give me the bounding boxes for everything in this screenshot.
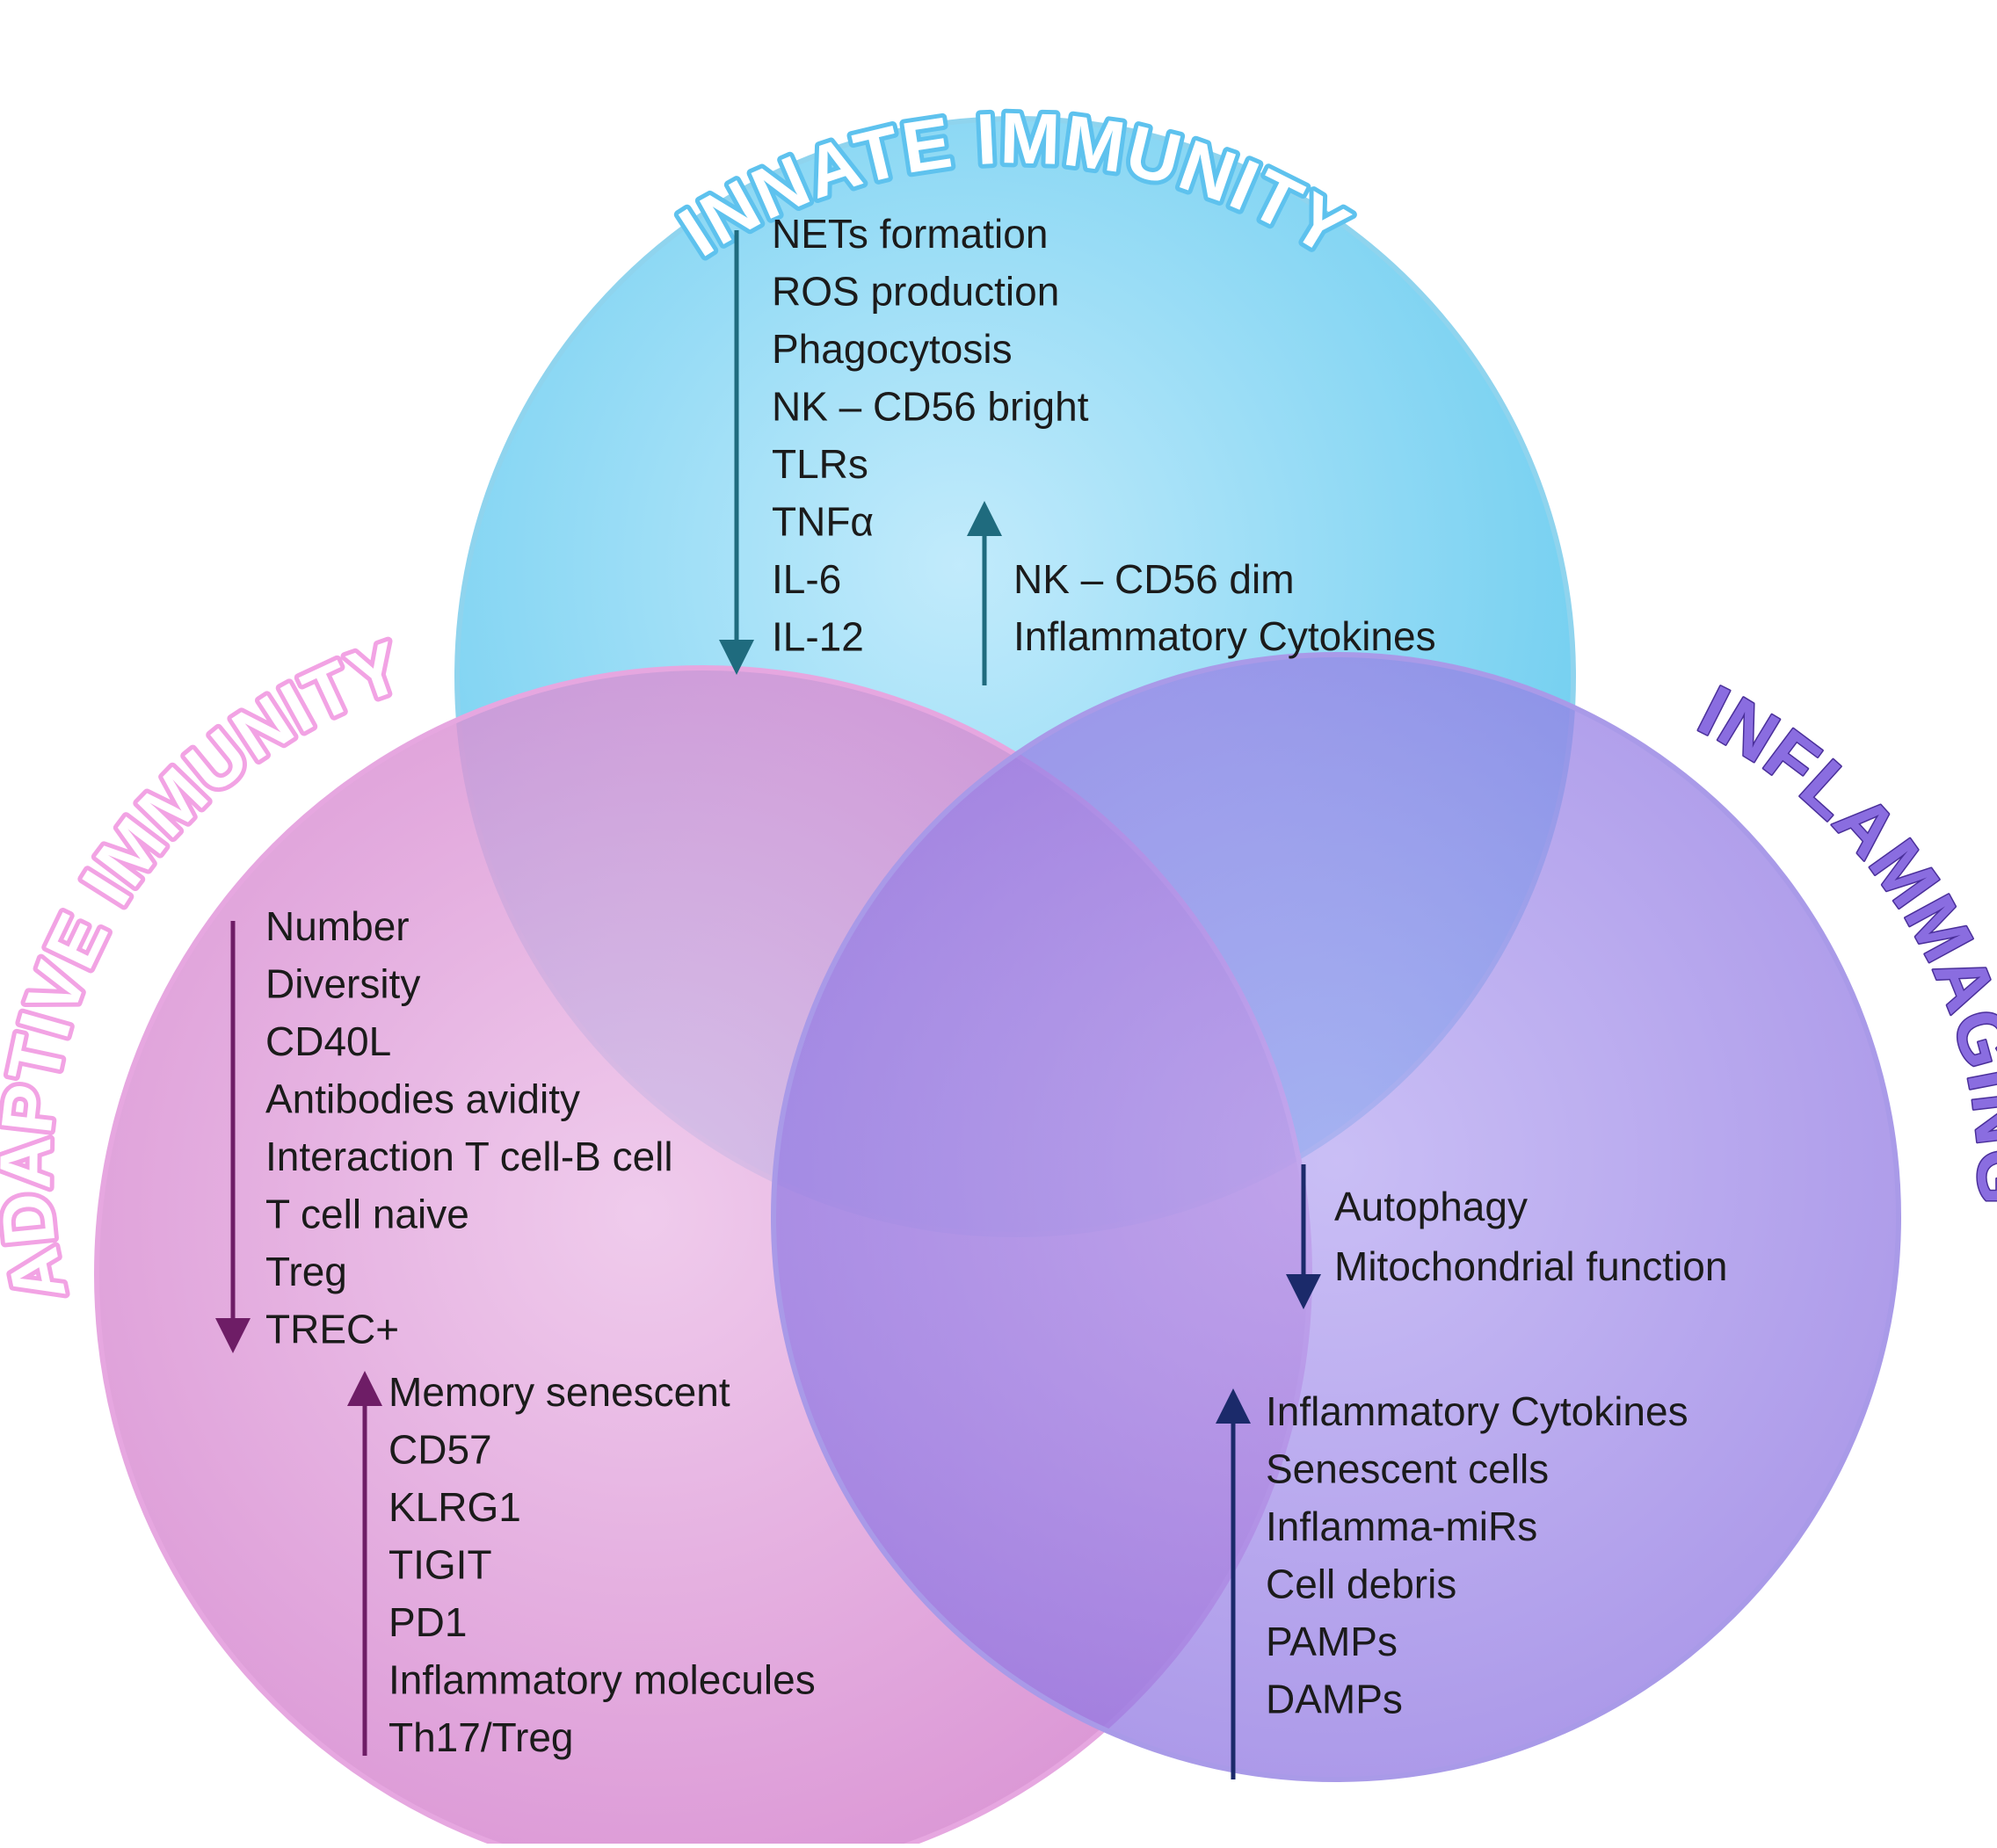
adaptive-decreased-item: CD40L — [265, 1018, 391, 1064]
inflammaging-decreased-item: Mitochondrial function — [1334, 1243, 1727, 1289]
adaptive-decreased-item: T cell naive — [265, 1192, 469, 1237]
inflammaging-circle — [771, 652, 1901, 1782]
adaptive-increased-item: Th17/Treg — [389, 1714, 574, 1760]
adaptive-increased-item: PD1 — [389, 1599, 467, 1645]
adaptive-decreased-item: Treg — [265, 1249, 347, 1294]
inflammaging-increased-item: Inflammatory Cytokines — [1266, 1388, 1688, 1434]
innate-decreased-item: IL-12 — [772, 614, 864, 660]
adaptive-decreased-item: Number — [265, 903, 410, 949]
adaptive-increased-item: KLRG1 — [389, 1484, 521, 1530]
adaptive-decreased-item: Diversity — [265, 961, 420, 1007]
inflammaging-increased-item: PAMPs — [1266, 1619, 1398, 1664]
inflammaging-increased-item: Senescent cells — [1266, 1446, 1549, 1492]
adaptive-increased-item: Memory senescent — [389, 1369, 730, 1415]
adaptive-decreased-item: TREC+ — [265, 1307, 399, 1352]
innate-decreased-item: NK – CD56 bright — [772, 384, 1089, 430]
innate-decreased-item: NETs formation — [772, 211, 1048, 257]
innate-decreased-item: IL-6 — [772, 556, 841, 602]
innate-decreased-item: TNFα — [772, 499, 874, 545]
innate-decreased-item: ROS production — [772, 269, 1059, 315]
inflammaging-increased-item: DAMPs — [1266, 1677, 1403, 1722]
innate-decreased-item: Phagocytosis — [772, 326, 1013, 372]
innate-increased-item: Inflammatory Cytokines — [1013, 613, 1436, 659]
adaptive-increased-item: Inflammatory molecules — [389, 1657, 816, 1703]
adaptive-increased-item: CD57 — [389, 1427, 492, 1473]
inflammaging-increased-item: Cell debris — [1266, 1562, 1456, 1607]
adaptive-decreased-item: Interaction T cell-B cell — [265, 1134, 673, 1179]
adaptive-increased-item: TIGIT — [389, 1542, 492, 1588]
inflammaging-decreased-item: Autophagy — [1334, 1184, 1528, 1229]
adaptive-decreased-item: Antibodies avidity — [265, 1076, 580, 1122]
inflammaging-increased-item: Inflamma-miRs — [1266, 1504, 1537, 1549]
innate-decreased-item: TLRs — [772, 441, 868, 487]
innate-increased-item: NK – CD56 dim — [1013, 556, 1295, 602]
